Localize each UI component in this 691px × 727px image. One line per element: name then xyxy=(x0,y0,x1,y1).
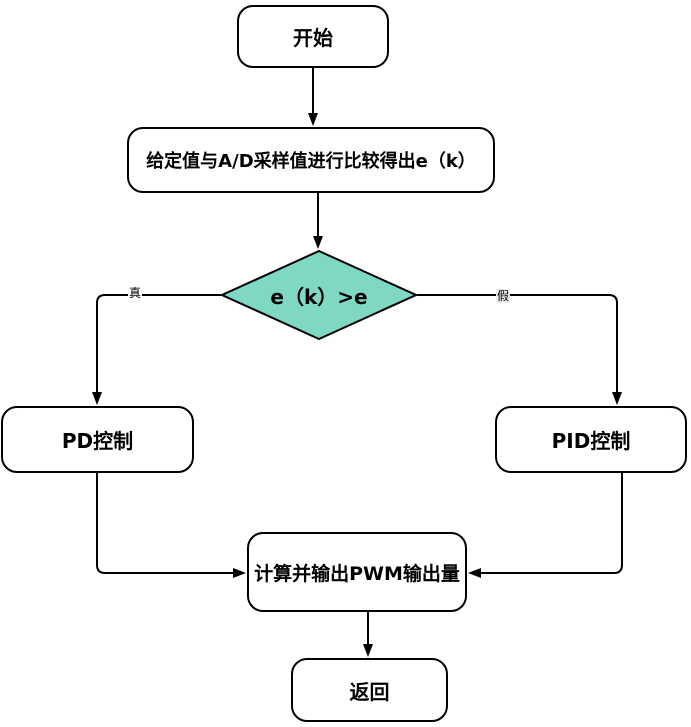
node-start-label: 开始 xyxy=(293,26,333,50)
edge-pd-pwm xyxy=(96,472,234,574)
arrowhead-pd-pwm xyxy=(233,568,246,578)
arrowhead-start-compare xyxy=(308,113,318,126)
node-pd[interactable]: PD控制 xyxy=(1,406,194,473)
node-pwm[interactable]: 计算并输出PWM输出量 xyxy=(247,532,467,612)
decision-diamond-shape xyxy=(220,250,418,340)
edge-label-true: 真 xyxy=(127,286,143,300)
node-pd-label: PD控制 xyxy=(61,429,134,453)
node-decision-label: e（k）>e xyxy=(270,284,368,309)
node-pwm-label: 计算并输出PWM输出量 xyxy=(254,562,460,585)
edge-label-false: 假 xyxy=(495,289,511,303)
node-return[interactable]: 返回 xyxy=(291,658,448,722)
edge-decision-pid xyxy=(417,294,618,393)
node-compare-label: 给定值与A/D采样值进行比较得出e（k） xyxy=(146,151,476,172)
arrowhead-pid-pwm xyxy=(468,568,481,578)
node-compare[interactable]: 给定值与A/D采样值进行比较得出e（k） xyxy=(127,127,495,193)
node-start[interactable]: 开始 xyxy=(237,5,389,68)
arrowhead-compare-decision xyxy=(313,236,323,249)
arrowhead-decision-pd xyxy=(92,392,102,405)
node-pid-label: PID控制 xyxy=(551,429,631,453)
edge-pid-pwm xyxy=(480,472,623,574)
arrowhead-pwm-return xyxy=(363,644,373,657)
decision-diamond-polygon xyxy=(220,250,418,340)
edge-decision-pd xyxy=(96,294,221,393)
node-decision[interactable]: e（k）>e xyxy=(220,250,418,340)
arrowhead-decision-pid xyxy=(612,392,622,405)
node-return-label: 返回 xyxy=(349,679,390,704)
node-pid[interactable]: PID控制 xyxy=(495,406,687,473)
